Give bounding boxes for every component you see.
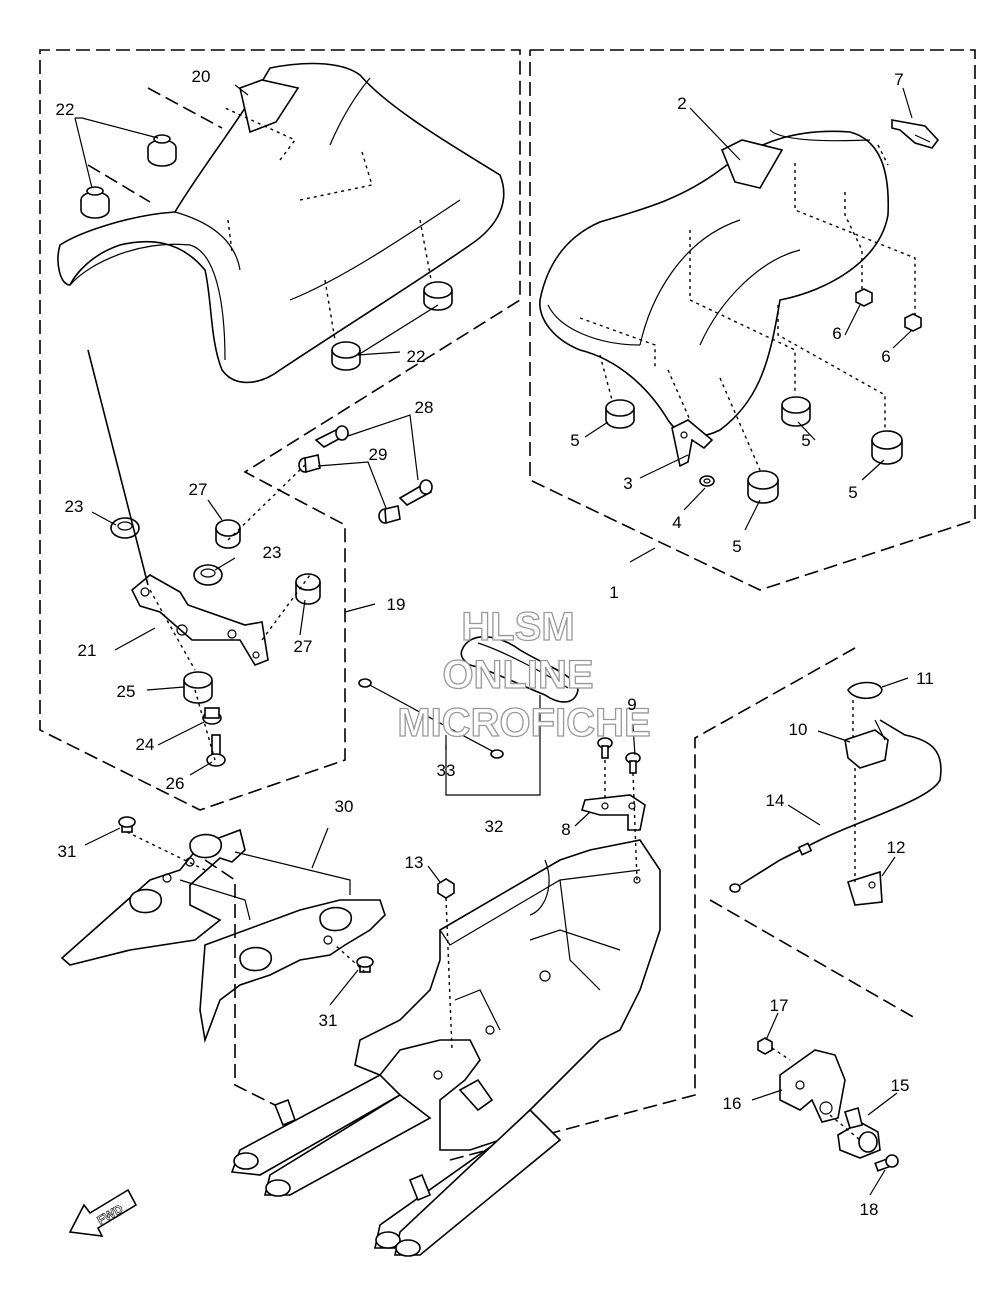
callout: 12 bbox=[887, 838, 906, 857]
bracket-8 bbox=[580, 794, 646, 831]
tray-30 bbox=[60, 828, 386, 1044]
callout: 5 bbox=[801, 431, 810, 450]
callout: 1 bbox=[609, 583, 618, 602]
callout: 32 bbox=[485, 817, 504, 836]
callout: 23 bbox=[65, 497, 84, 516]
callout: 27 bbox=[294, 637, 313, 656]
callout: 30 bbox=[335, 797, 354, 816]
rear-frame bbox=[230, 839, 661, 1257]
watermark-line-2: ONLINE bbox=[442, 653, 593, 697]
damper-22-a bbox=[147, 134, 177, 167]
callout: 21 bbox=[78, 641, 97, 660]
callout: 33 bbox=[437, 761, 456, 780]
callout: 10 bbox=[789, 720, 808, 739]
bolt-31-b bbox=[356, 956, 374, 973]
cable-14 bbox=[729, 719, 942, 893]
callout: 22 bbox=[56, 100, 75, 119]
callout: 5 bbox=[732, 537, 741, 556]
callout: 6 bbox=[881, 347, 890, 366]
lock-15 bbox=[837, 1106, 881, 1159]
nut-17 bbox=[757, 1037, 773, 1055]
cable-33 bbox=[358, 678, 504, 759]
strap-32 bbox=[460, 636, 579, 703]
callout: 6 bbox=[832, 324, 841, 343]
damper-27-a bbox=[215, 519, 241, 549]
nut-13 bbox=[437, 878, 455, 899]
watermark-line-3: MICROFICHE bbox=[397, 701, 650, 745]
callout: 31 bbox=[58, 842, 77, 861]
callout: 14 bbox=[766, 791, 785, 810]
callout-numbers: 1 2 3 4 5 5 5 5 6 6 7 8 9 10 11 12 13 14… bbox=[56, 67, 934, 1219]
damper-27-b bbox=[295, 573, 321, 605]
callout: 15 bbox=[891, 1076, 910, 1095]
callout: 29 bbox=[369, 445, 388, 464]
bracket-3 bbox=[671, 419, 714, 468]
screw-9-a bbox=[597, 737, 613, 759]
damper-5-c bbox=[871, 430, 903, 465]
dash-dot-lines bbox=[87, 87, 276, 1106]
callout: 8 bbox=[561, 820, 570, 839]
collar-4 bbox=[699, 475, 715, 487]
damper-5-b bbox=[781, 396, 811, 427]
callout: 22 bbox=[407, 347, 426, 366]
bracket-12 bbox=[847, 870, 883, 906]
callout: 20 bbox=[192, 67, 211, 86]
bolt-28-a bbox=[314, 425, 350, 448]
collar-24 bbox=[202, 707, 222, 725]
bracket-16 bbox=[779, 1049, 846, 1123]
callout: 5 bbox=[570, 431, 579, 450]
damper-25 bbox=[183, 671, 213, 704]
part-7-trim bbox=[891, 119, 940, 149]
bolt-31-a bbox=[118, 816, 136, 833]
callout: 24 bbox=[136, 735, 155, 754]
mounting-lines bbox=[126, 700, 861, 1141]
damper-5-a bbox=[605, 399, 635, 429]
bolt-28-b bbox=[398, 479, 433, 506]
cover-11 bbox=[847, 681, 883, 700]
callout: 7 bbox=[894, 70, 903, 89]
callout: 4 bbox=[672, 513, 681, 532]
bracket-21 bbox=[131, 574, 269, 666]
watermark-line-1: HLSM bbox=[461, 605, 574, 649]
callout: 11 bbox=[916, 669, 934, 688]
rider-seat bbox=[57, 62, 505, 384]
group-boundaries bbox=[39, 49, 976, 1161]
callout: 31 bbox=[319, 1011, 338, 1030]
callout: 13 bbox=[405, 853, 424, 872]
bolt-18 bbox=[874, 1154, 899, 1172]
damper-22-d bbox=[423, 281, 453, 311]
callout: 26 bbox=[166, 774, 185, 793]
forward-arrow-icon: FWD bbox=[68, 1188, 138, 1237]
callout: 9 bbox=[627, 695, 636, 714]
nut-6-b bbox=[904, 313, 922, 332]
damper-22-c bbox=[331, 341, 361, 371]
callout: 19 bbox=[387, 595, 406, 614]
bolt-26 bbox=[206, 734, 226, 767]
callout: 2 bbox=[677, 94, 686, 113]
nut-6-a bbox=[855, 288, 873, 307]
callout: 17 bbox=[770, 996, 789, 1015]
callout: 16 bbox=[723, 1094, 742, 1113]
passenger-seat bbox=[539, 129, 916, 471]
callout: 5 bbox=[848, 483, 857, 502]
watermark: HLSM ONLINE MICROFICHE bbox=[397, 604, 652, 745]
callout: 3 bbox=[623, 474, 632, 493]
leader-lines bbox=[74, 84, 913, 1196]
callout: 27 bbox=[189, 480, 208, 499]
bracket-19-leaders bbox=[87, 349, 311, 761]
callout: 25 bbox=[117, 682, 136, 701]
screw-9-b bbox=[625, 752, 641, 774]
callout: 23 bbox=[263, 543, 282, 562]
damper-22-b bbox=[80, 186, 110, 219]
collar-29-a bbox=[298, 454, 321, 474]
callout: 18 bbox=[860, 1200, 879, 1219]
callout: 28 bbox=[415, 398, 434, 417]
collar-29-b bbox=[378, 505, 401, 525]
lock-10 bbox=[844, 719, 889, 769]
damper-5-d bbox=[747, 470, 779, 504]
